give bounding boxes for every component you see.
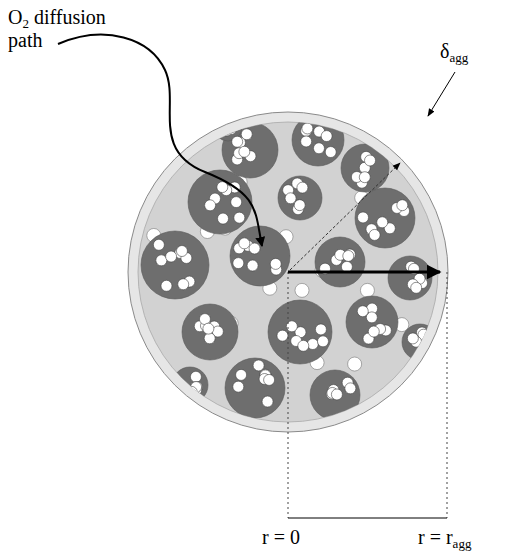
carbon-particle [388, 256, 432, 300]
platinum-particle [216, 120, 227, 131]
platinum-particle [226, 124, 237, 135]
platinum-particle [377, 217, 388, 228]
platinum-particle [297, 182, 308, 193]
platinum-particle [298, 340, 309, 351]
dimension-line [288, 518, 447, 519]
platinum-particle [369, 229, 380, 240]
radius-label: r = ragg [418, 526, 513, 549]
platinum-particle [234, 212, 245, 223]
platinum-particle [285, 193, 296, 204]
platinum-particle [217, 182, 228, 193]
label-text: O [8, 6, 22, 28]
carbon-particle [141, 231, 209, 299]
diffusion-label: O2 diffusion path [8, 6, 143, 52]
label-text: δ [440, 40, 449, 62]
platinum-particle [411, 282, 422, 293]
carbon-particle [172, 367, 208, 403]
platinum-particle [161, 280, 172, 291]
platinum-particle [225, 122, 236, 133]
ionomer-pore [348, 357, 362, 371]
thickness-label: δagg [440, 40, 510, 63]
diffusion-arrow [58, 35, 262, 246]
carbon-particle [310, 370, 360, 420]
platinum-particle [233, 258, 244, 269]
subscript: agg [449, 50, 468, 65]
carbon-particle [292, 114, 344, 166]
platinum-particle [270, 258, 281, 269]
platinum-particle [186, 386, 197, 397]
platinum-particle [221, 125, 232, 136]
platinum-particle [359, 172, 370, 183]
platinum-particle [262, 396, 273, 407]
platinum-particle [307, 339, 318, 350]
platinum-particle [325, 147, 336, 158]
platinum-particle [397, 200, 408, 211]
platinum-particle [277, 330, 288, 341]
platinum-particle [176, 246, 187, 257]
platinum-particle [317, 336, 328, 347]
ionomer-pore [360, 283, 374, 297]
platinum-particle [153, 239, 164, 250]
platinum-particle [241, 129, 252, 140]
platinum-particle [313, 143, 324, 154]
platinum-particle [343, 250, 354, 261]
radius-arrow [288, 271, 440, 274]
platinum-particle [249, 243, 260, 254]
label-text: r = 0 [262, 526, 300, 548]
platinum-particle [239, 146, 250, 157]
platinum-particle [247, 260, 258, 271]
platinum-particle [302, 123, 313, 134]
leader-line [288, 272, 289, 518]
platinum-particle [315, 324, 326, 335]
platinum-particle [239, 238, 250, 249]
platinum-particle [218, 213, 229, 224]
radius-label: r = 0 [262, 526, 342, 549]
platinum-particle [357, 306, 368, 317]
platinum-particle [358, 212, 369, 223]
platinum-particle [331, 389, 342, 400]
carbon-particle [346, 296, 398, 348]
leader-line [447, 272, 448, 518]
thickness-arrow [290, 163, 400, 270]
platinum-particle [294, 200, 305, 211]
platinum-particle [178, 279, 189, 290]
platinum-particle [301, 136, 312, 147]
platinum-particle [321, 131, 332, 142]
platinum-particle [253, 360, 264, 371]
carbon-particle [268, 300, 332, 364]
platinum-particle [233, 381, 244, 392]
carbon-particle [182, 304, 238, 360]
platinum-particle [231, 197, 242, 208]
carbon-particle [341, 144, 389, 192]
platinum-particle [166, 251, 177, 262]
carbon-particle [402, 324, 438, 360]
label-text: r = r [418, 526, 453, 548]
platinum-particle [232, 136, 243, 147]
platinum-particle [203, 323, 214, 334]
platinum-particle [368, 326, 379, 337]
carbon-particle [315, 237, 365, 287]
carbon-particle [278, 176, 322, 220]
carbon-particle [355, 188, 415, 248]
platinum-particle [264, 374, 275, 385]
carbon-particle [222, 122, 278, 178]
platinum-particle [204, 333, 215, 344]
carbon-particle [225, 358, 285, 418]
platinum-particle [365, 155, 376, 166]
label-text: diffusion path [8, 6, 106, 51]
platinum-particle [407, 333, 418, 344]
subscript: agg [453, 536, 472, 551]
platinum-particle [236, 369, 247, 380]
leader-arrow [428, 72, 455, 116]
platinum-particle [205, 200, 216, 211]
platinum-particle [190, 371, 201, 382]
ionomer-pore [295, 283, 309, 297]
subscript: 2 [22, 16, 29, 31]
platinum-particle [345, 383, 356, 394]
platinum-particle [156, 255, 167, 266]
